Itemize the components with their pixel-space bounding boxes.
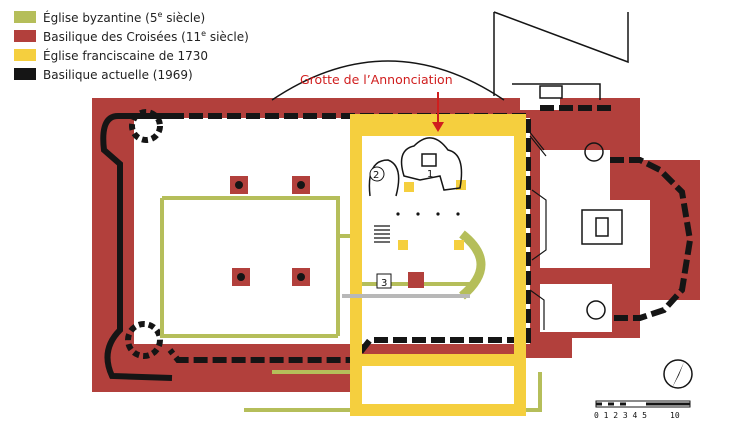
legend: Église byzantine (5e siècle) Basilique d… xyxy=(14,8,249,84)
legend-item-modern: Basilique actuelle (1969) xyxy=(14,65,249,83)
svg-text:1: 1 xyxy=(427,169,433,180)
legend-label: Église byzantine (5e siècle) xyxy=(43,9,206,25)
byzantine-apse xyxy=(459,230,486,300)
callout-arrow xyxy=(432,92,444,132)
compass-arrow-icon xyxy=(663,359,693,389)
upper-apse-dome xyxy=(271,60,505,101)
legend-label: Basilique des Croisées (11e siècle) xyxy=(43,28,249,44)
marker-2: 2 xyxy=(369,166,385,182)
stairs xyxy=(374,129,547,330)
legend-label: Église franciscaine de 1730 xyxy=(43,48,209,63)
legend-label: Basilique actuelle (1969) xyxy=(43,67,193,82)
modern-interior xyxy=(134,118,650,344)
nave-pier-centers xyxy=(235,181,305,281)
grotto-callout-label: Grotte de l’Annonciation xyxy=(300,72,453,87)
west-towers xyxy=(100,109,173,381)
legend-item-franciscan: Église franciscaine de 1730 xyxy=(14,46,249,64)
sacristy-outline xyxy=(493,11,629,100)
modern-walls xyxy=(167,105,694,363)
svg-text:2: 2 xyxy=(373,170,379,181)
marker-3: 3 xyxy=(376,273,392,289)
svg-text:3: 3 xyxy=(381,278,387,289)
svg-text:0 1 2 3 4 5: 0 1 2 3 4 5 xyxy=(594,411,647,420)
legend-swatch xyxy=(14,68,36,80)
scale-bar: 0 1 2 3 4 5 10 xyxy=(594,400,691,420)
grotto-dots xyxy=(396,212,460,216)
grotto-outline xyxy=(368,137,463,197)
svg-text:10: 10 xyxy=(670,411,680,420)
marker-1: 1 xyxy=(427,169,433,180)
legend-swatch xyxy=(14,11,36,23)
legend-item-byzantine: Église byzantine (5e siècle) xyxy=(14,8,249,26)
altar xyxy=(581,142,623,320)
legend-swatch xyxy=(14,30,36,42)
legend-swatch xyxy=(14,49,36,61)
legend-item-crusader: Basilique des Croisées (11e siècle) xyxy=(14,27,249,45)
